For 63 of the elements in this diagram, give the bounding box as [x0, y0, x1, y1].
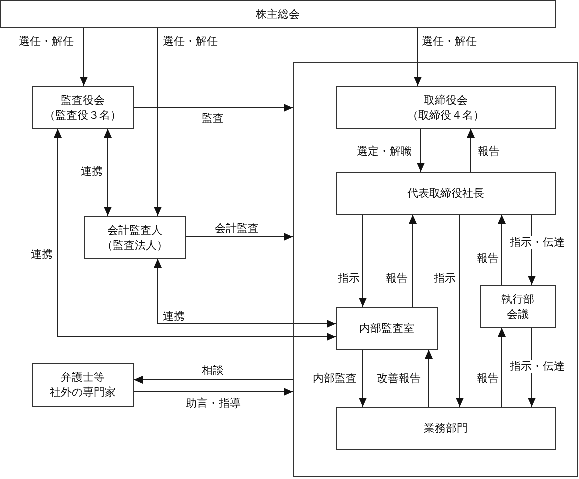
- org-box: [480, 285, 556, 328]
- edge-label: 報告: [476, 252, 500, 265]
- arrow: [409, 214, 417, 308]
- node-text: 監査役会: [61, 92, 105, 108]
- org-box: [32, 363, 134, 407]
- edge-label: 会計監査: [214, 222, 260, 235]
- edge-label: 指示・伝達: [509, 236, 566, 249]
- arrow: [456, 214, 464, 408]
- arrow: [359, 214, 367, 308]
- arrow: [417, 128, 425, 172]
- arrow: [154, 258, 336, 328]
- node-text: 取締役会: [424, 92, 468, 108]
- group-frame: [293, 62, 578, 477]
- edge-label: 連携: [30, 248, 54, 261]
- org-box: [0, 0, 556, 28]
- node-text: 内部監査室: [360, 321, 414, 336]
- edge-label: 指示: [433, 272, 457, 285]
- edge-label: 助言・指導: [185, 397, 242, 410]
- edge-label: 連携: [80, 165, 104, 178]
- arrow: [134, 376, 294, 384]
- edge-label: 改善報告: [376, 372, 422, 385]
- arrow: [134, 388, 294, 396]
- edge-label: 指示・伝達: [509, 360, 566, 373]
- arrow: [425, 350, 433, 408]
- arrow: [359, 350, 367, 408]
- arrow: [104, 128, 112, 216]
- edge-label: 報告: [385, 272, 409, 285]
- node-text: 代表取締役社長: [408, 186, 484, 201]
- org-box: [32, 86, 134, 129]
- edge-label: 選任・解任: [421, 35, 478, 48]
- node-text: （取締役４名）: [408, 108, 484, 122]
- node-text: （監査法人）: [102, 238, 168, 252]
- edge-label: 監査: [201, 112, 225, 125]
- arrow: [134, 104, 294, 112]
- org-box: [336, 307, 438, 350]
- org-box: [336, 86, 556, 129]
- edge-label: 選任・解任: [162, 35, 219, 48]
- edge-label: 指示: [337, 272, 361, 285]
- arrow: [498, 328, 506, 408]
- edge-label: 報告: [477, 145, 501, 158]
- node-text: 会計監査人: [108, 222, 162, 238]
- node-text: 執行部会議: [500, 292, 536, 322]
- org-box: [84, 216, 186, 259]
- edge-label: 連携: [162, 310, 186, 323]
- node-text: 業務部門: [424, 421, 468, 436]
- edge-label: 選任・解任: [18, 35, 75, 48]
- arrow: [414, 28, 422, 86]
- edge-label: 選定・解職: [356, 145, 413, 158]
- org-box: [336, 172, 556, 215]
- arrow: [80, 28, 88, 86]
- arrow: [498, 214, 506, 286]
- node-text: 弁護士等: [61, 370, 105, 385]
- arrow: [154, 28, 162, 216]
- node-text: 株主総会: [256, 6, 300, 22]
- edge-label: 内部監査: [312, 372, 358, 385]
- edge-label: 報告: [476, 372, 500, 385]
- edge-label: 相談: [201, 364, 225, 377]
- arrow: [54, 128, 336, 341]
- arrow: [467, 128, 475, 172]
- org-box: [336, 407, 556, 450]
- node-text: （監査役３名）: [44, 108, 122, 122]
- arrow: [186, 233, 294, 241]
- node-text: 社外の専門家: [50, 385, 116, 400]
